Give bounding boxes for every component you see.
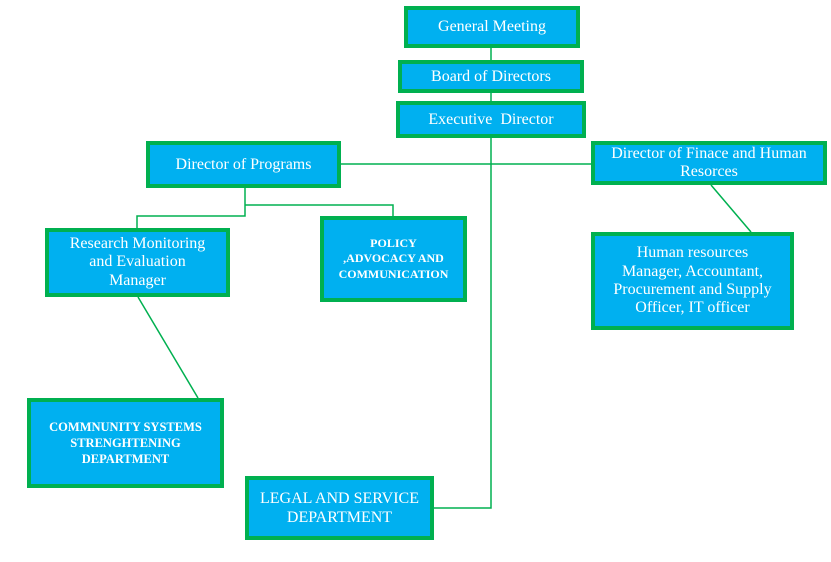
- node-label-line: and Evaluation: [89, 253, 186, 271]
- node-director-finance-hr: Director of Finace and Human Resorces: [591, 141, 827, 185]
- node-label-line: Procurement and Supply: [613, 281, 772, 298]
- node-label-line: POLICY: [370, 235, 417, 250]
- edge-programs-research: [136, 188, 246, 228]
- node-director-of-programs: Director of Programs: [146, 141, 341, 188]
- node-label-line: Resorces: [680, 163, 738, 180]
- node-label-line: Research Monitoring: [69, 234, 206, 252]
- node-board-of-directors: Board of Directors: [398, 60, 584, 93]
- node-hr-staff: Human resources Manager, Accountant, Pro…: [591, 232, 794, 330]
- edge-finance-hr: [710, 184, 752, 233]
- node-label-line: STRENGHTENING: [70, 435, 181, 450]
- node-label-line: ,ADVOCACY AND: [343, 251, 444, 266]
- node-label-line: Director of Finace and Human: [611, 144, 807, 162]
- node-label-line: Manager, Accountant,: [621, 262, 764, 280]
- node-label: Director of Programs: [175, 155, 312, 173]
- node-label-line: COMMNUNITY SYSTEMS: [49, 419, 202, 434]
- node-label-line: LEGAL AND SERVICE: [259, 489, 419, 507]
- edge-ed-legal: [434, 138, 492, 509]
- node-label-line: DEPARTMENT: [81, 452, 170, 467]
- node-label: General Meeting: [438, 18, 546, 36]
- node-community-systems: COMMNUNITY SYSTEMS STRENGHTENING DEPARTM…: [27, 398, 224, 488]
- edge-programs-policy: [245, 204, 394, 216]
- node-label: Executive Director: [428, 110, 554, 128]
- node-research-monitoring: Research Monitoring and Evaluation Manag…: [45, 228, 230, 297]
- node-label-line: DEPARTMENT: [286, 509, 393, 526]
- edge-research-community: [137, 296, 199, 399]
- node-label-line: Human resources: [636, 244, 749, 262]
- node-policy-advocacy: POLICY ,ADVOCACY AND COMMUNICATION: [320, 216, 467, 302]
- node-general-meeting: General Meeting: [404, 6, 580, 48]
- node-executive-director: Executive Director: [396, 101, 586, 138]
- node-label-line: Officer, IT officer: [635, 299, 750, 317]
- node-label-line: Manager: [109, 271, 166, 289]
- node-legal-service: LEGAL AND SERVICE DEPARTMENT: [245, 476, 434, 540]
- node-label-line: COMMUNICATION: [338, 266, 449, 281]
- node-label: Board of Directors: [431, 67, 551, 85]
